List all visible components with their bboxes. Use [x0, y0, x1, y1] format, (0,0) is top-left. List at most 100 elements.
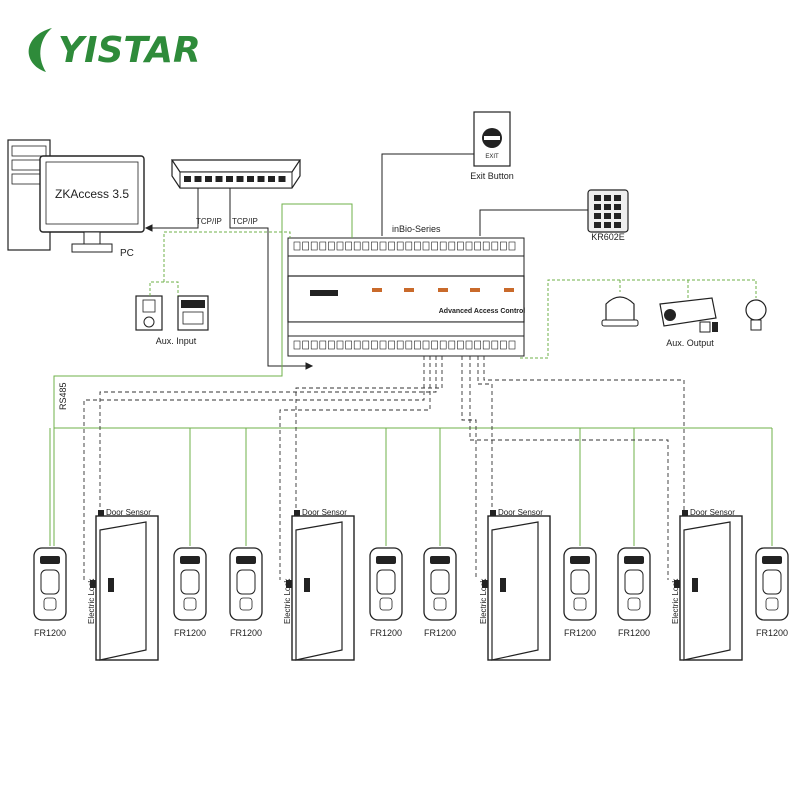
reader-label: FR1200: [174, 628, 206, 638]
fingerprint-sensor-icon: [180, 569, 200, 595]
terminal-block: [474, 340, 481, 350]
keypad-key: [594, 195, 601, 201]
reader-label: FR1200: [34, 628, 66, 638]
door-sensor-wire: [483, 356, 685, 512]
reader-keypad-icon: [765, 597, 779, 611]
pc-label: PC: [120, 248, 134, 259]
door-handle: [500, 578, 506, 592]
reader-keypad-icon: [239, 597, 253, 611]
reader-indicator: [570, 556, 590, 564]
terminal-block: [457, 241, 464, 251]
reader-label: FR1200: [756, 628, 788, 638]
aux-output-wire: [520, 279, 757, 359]
aux-output-label: Aux. Output: [666, 338, 714, 348]
terminal-block: [371, 340, 378, 350]
door-leaf: [99, 521, 147, 661]
terminal-block: [431, 241, 438, 251]
fingerprint-sensor-icon: [762, 569, 782, 595]
terminal-block: [388, 340, 395, 350]
tcpip-connections: [144, 188, 314, 370]
terminal-block: [302, 340, 309, 350]
door-sensor-label: Door Sensor: [690, 508, 735, 517]
door-handle: [108, 578, 114, 592]
reader-label: FR1200: [564, 628, 596, 638]
terminal-block: [362, 241, 370, 251]
fingerprint-sensor-icon: [236, 569, 256, 595]
terminal-block: [508, 340, 516, 350]
door-handle: [304, 578, 310, 592]
aux-output-devices: Aux. Output: [601, 296, 767, 348]
terminal-block: [474, 241, 481, 251]
door-sensor-wire: [295, 356, 443, 512]
pc-software-name: ZKAccess 3.5: [55, 187, 129, 201]
terminal-block: [388, 241, 395, 251]
terminal-block: [422, 241, 430, 251]
keypad-key: [604, 213, 611, 219]
terminal-block: [465, 241, 473, 251]
keypad-key: [604, 204, 611, 210]
keypad-key: [604, 195, 611, 201]
inbio-controller: Advanced Access Control inBio-Series: [287, 224, 525, 357]
status-led: [404, 288, 414, 292]
terminal-block: [396, 241, 404, 251]
status-led: [470, 288, 480, 292]
switch-port: [215, 176, 223, 182]
electric-lock-icon: [674, 580, 680, 588]
reader-label: FR1200: [618, 628, 650, 638]
keypad-key: [614, 222, 621, 228]
terminal-block: [448, 340, 456, 350]
reader-label: FR1200: [370, 628, 402, 638]
fr1200-reader: FR1200: [369, 547, 403, 638]
electric-lock-label: Electric Lock: [671, 578, 680, 624]
terminal-block: [448, 241, 456, 251]
door-sensor-icon: [294, 510, 300, 516]
rs485-label: RS485: [58, 382, 68, 410]
fr1200-reader: FR1200: [617, 547, 651, 638]
electric-lock-label: Electric Lock: [283, 578, 292, 624]
pc-workstation: ZKAccess 3.5 PC: [7, 139, 145, 259]
terminal-block: [336, 340, 344, 350]
terminal-block: [500, 340, 507, 350]
reader-keypad-icon: [573, 597, 587, 611]
switch-port: [184, 176, 191, 182]
reader-label: FR1200: [230, 628, 262, 638]
rs485-bus: [53, 203, 772, 546]
keypad-wire: [479, 209, 588, 236]
terminal-block: [431, 340, 438, 350]
terminal-block: [371, 241, 378, 251]
tcpip-label-controller: TCP/IP: [232, 217, 258, 226]
fingerprint-sensor-icon: [570, 569, 590, 595]
light-bulb-icon: [745, 299, 767, 331]
terminal-block: [379, 340, 387, 350]
switch-port: [205, 176, 212, 182]
terminal-block: [310, 340, 318, 350]
switch-port: [268, 176, 275, 182]
terminal-block: [302, 241, 309, 251]
terminal-block: [414, 340, 421, 350]
reader-indicator: [40, 556, 60, 564]
brand-logo: YISTAR: [28, 28, 201, 72]
door-leaf: [491, 521, 539, 661]
reader-label: FR1200: [424, 628, 456, 638]
reader-indicator: [180, 556, 200, 564]
terminal-block: [336, 241, 344, 251]
door-sensor-label: Door Sensor: [498, 508, 543, 517]
terminal-block: [353, 340, 361, 350]
switch-port: [278, 176, 286, 182]
switch-port: [257, 176, 265, 182]
keypad-label: KR602E: [591, 232, 625, 242]
reader-keypad-icon: [379, 597, 393, 611]
terminal-block: [482, 340, 490, 350]
exit-button-wire: [381, 153, 474, 236]
terminal-block: [310, 241, 318, 251]
door-handle: [692, 578, 698, 592]
electric-lock-wire: [469, 356, 669, 580]
keypad-key: [594, 222, 601, 228]
door-leaf: [683, 521, 731, 661]
fingerprint-sensor-icon: [40, 569, 60, 595]
siren-icon: [605, 296, 635, 323]
terminal-block: [328, 340, 335, 350]
status-led: [372, 288, 382, 292]
door-sensor-label: Door Sensor: [302, 508, 347, 517]
